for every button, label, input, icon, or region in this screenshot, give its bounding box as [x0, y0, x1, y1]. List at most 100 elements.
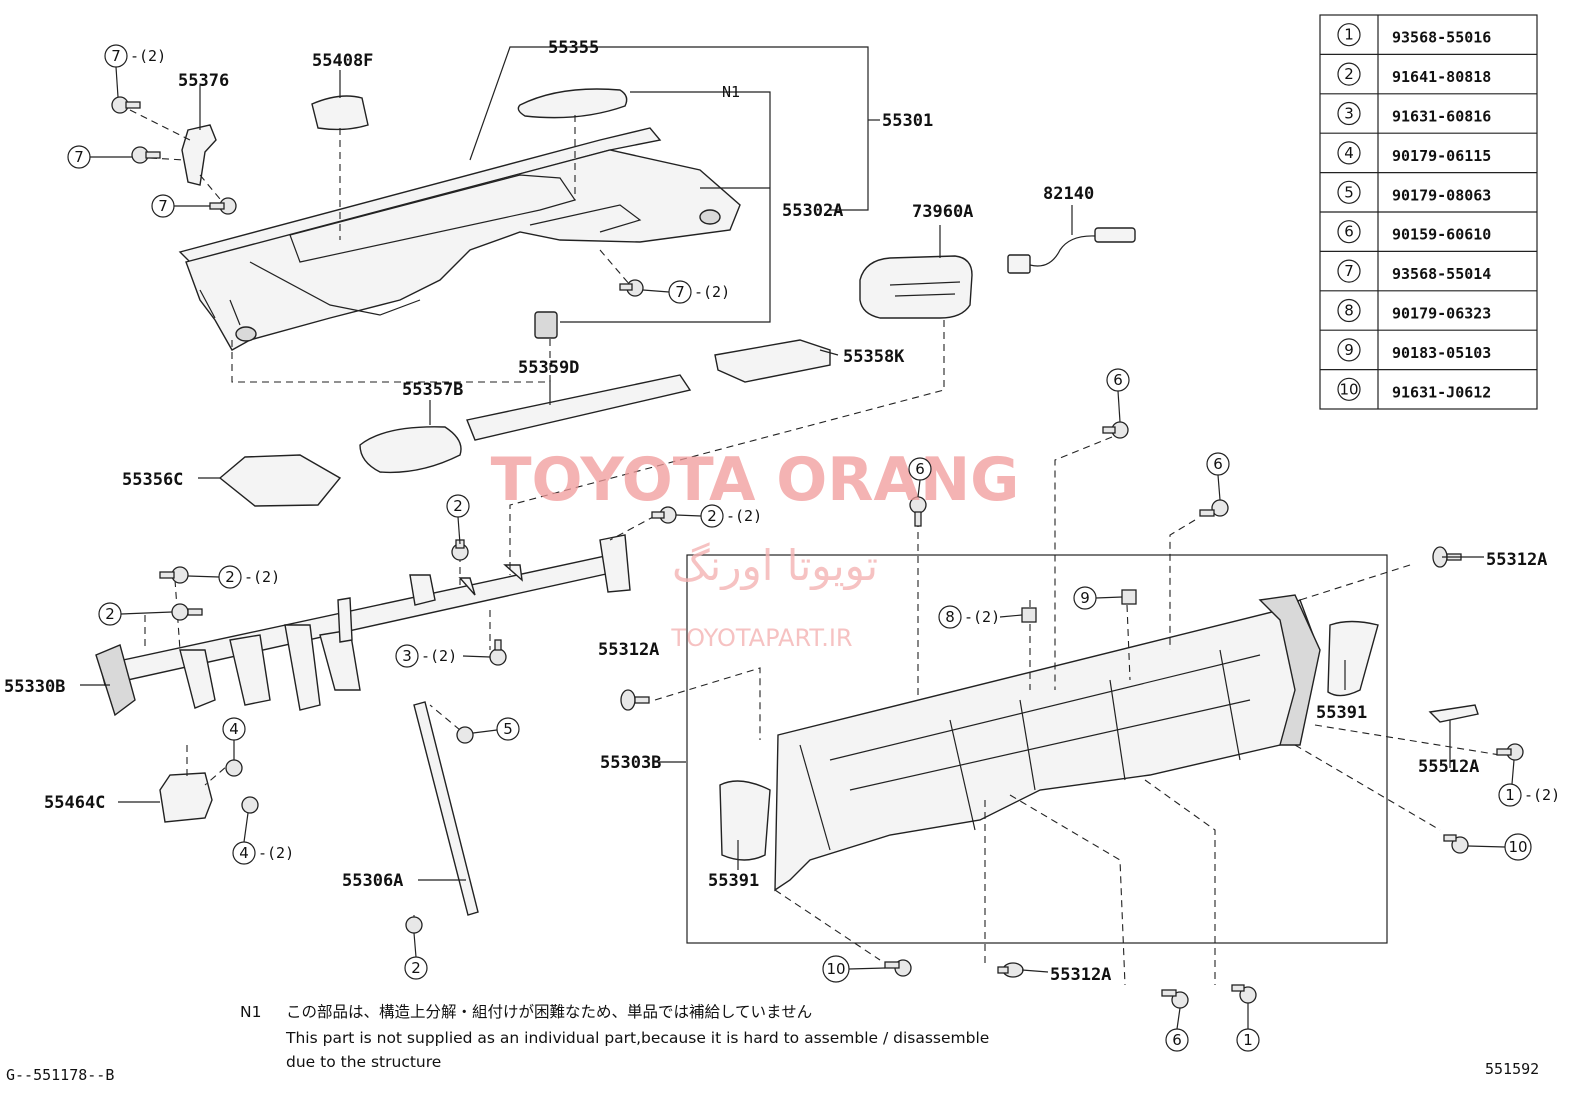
footnote: N1 この部品は、構造上分解・組付けが困難なため、単品では補給していません Th… — [240, 1003, 989, 1071]
bracket-55376 — [181, 124, 217, 186]
fastener-ref: 2-(2) — [218, 565, 280, 589]
note-english-1: This part is not supplied as an individu… — [285, 1029, 989, 1047]
ref-number-circle — [1337, 298, 1361, 323]
lower-frame-55303B — [774, 594, 1321, 892]
ref-number: 2 — [1344, 65, 1354, 83]
svg-text:10: 10 — [1508, 838, 1527, 856]
figure-code-left: G--551178--B — [6, 1066, 114, 1084]
part-number: 90179-06115 — [1392, 147, 1491, 165]
callout-label: 55306A — [342, 871, 403, 891]
svg-text:9: 9 — [1080, 589, 1090, 607]
bolt-icon — [225, 759, 243, 777]
callout-label: 55376 — [178, 71, 229, 91]
callout-label: 55330B — [4, 677, 65, 697]
ref-number-circle — [1337, 220, 1361, 244]
bolt-icon — [405, 916, 423, 934]
svg-text:6: 6 — [1172, 1031, 1182, 1049]
watermark: TOYOTA ORANG تویوتا اورنگ TOYOTAPART.IR — [491, 445, 1020, 652]
mat-55356C — [218, 454, 342, 507]
ref-number: 4 — [1344, 144, 1354, 162]
svg-text:8: 8 — [945, 608, 955, 626]
svg-text:-(2): -(2) — [964, 608, 1000, 626]
callout-label: 55391 — [708, 871, 759, 891]
reinforcement-55330B — [95, 534, 631, 717]
svg-text:1: 1 — [1505, 786, 1515, 804]
bolt-icon — [619, 279, 644, 297]
fastener-ref: 7-(2) — [104, 44, 166, 68]
callout-label: 55359D — [518, 358, 579, 378]
ref-number-circle — [1337, 23, 1361, 47]
svg-text:4: 4 — [239, 844, 249, 862]
bolt-icon — [111, 96, 141, 114]
bolt-icon — [209, 197, 237, 215]
svg-text:2: 2 — [225, 568, 235, 586]
figure-code-right: 551592 — [1485, 1060, 1539, 1078]
watermark-arabic: تویوتا اورنگ — [672, 541, 878, 590]
callout-label: 55512A — [1418, 757, 1479, 777]
svg-text:6: 6 — [1213, 455, 1223, 473]
bolt-icon — [131, 146, 161, 164]
svg-text:10: 10 — [826, 960, 845, 978]
svg-text:-(2): -(2) — [421, 647, 457, 665]
airbag-73960A — [859, 255, 973, 319]
fastener-ref: 8 -(2) — [938, 605, 1000, 629]
ref-number-circle — [1337, 259, 1361, 283]
callout-label: 55312A — [1486, 550, 1547, 570]
svg-text:2: 2 — [453, 497, 463, 515]
clip-icon — [620, 689, 650, 711]
svg-text:6: 6 — [915, 460, 925, 478]
svg-text:-(2): -(2) — [694, 283, 730, 301]
ref-number-circle — [1337, 62, 1361, 86]
callout-label: 55408F — [312, 51, 373, 71]
bolt-icon — [884, 959, 912, 977]
brace-55306A — [413, 701, 479, 916]
bolt-icon — [1021, 607, 1037, 623]
bolt-icon — [159, 566, 189, 584]
fastener-ref: 6 — [1165, 1028, 1189, 1052]
fastener-ref: 6 — [1206, 452, 1230, 476]
bolt-icon — [241, 796, 259, 814]
fastener-ref: 2 — [446, 494, 470, 518]
svg-text:1: 1 — [1243, 1031, 1253, 1049]
dashed-lines — [129, 109, 1501, 986]
svg-text:7: 7 — [74, 148, 84, 166]
bolt-icon — [489, 639, 507, 666]
bolt-icon — [1161, 989, 1189, 1009]
strip-55359D — [466, 374, 692, 441]
ref-number: 5 — [1344, 183, 1354, 201]
bolt-icon — [1121, 589, 1137, 605]
bolt-icon — [171, 603, 203, 621]
ref-number-circle — [1337, 338, 1361, 362]
ref-number: 10 — [1339, 380, 1358, 398]
bolt-icon — [1231, 984, 1257, 1004]
tray-55357B — [359, 426, 462, 474]
part-labels: 55355 55408F 55376 N1 55301 55302A 73960… — [4, 38, 1547, 985]
callout-label: N1 — [722, 83, 740, 101]
note-japanese: この部品は、構造上分解・組付けが困難なため、単品では補給していません — [286, 1003, 812, 1021]
svg-text:-(2): -(2) — [726, 507, 762, 525]
watermark-site: TOYOTAPART.IR — [670, 624, 852, 652]
fastener-ref: 1-(2) — [1498, 783, 1560, 807]
fastener-ref: 6 — [1106, 368, 1130, 392]
svg-text:2: 2 — [105, 605, 115, 623]
bolt-icon — [1443, 834, 1469, 854]
callout-label: 73960A — [912, 202, 973, 222]
fastener-ref: 1 — [1236, 1028, 1260, 1052]
part-number: 90159-60610 — [1392, 226, 1491, 244]
ref-number: 1 — [1344, 26, 1354, 44]
svg-text:2: 2 — [707, 507, 717, 525]
frame-assembly-box — [686, 554, 1388, 944]
parts-table-row: 4 90179-06115 — [1320, 132, 1537, 165]
callout-label: 55312A — [1050, 965, 1111, 985]
note-english-2: due to the structure — [286, 1053, 441, 1071]
callout-label: 55358K — [843, 347, 905, 367]
part-number: 93568-55014 — [1392, 265, 1491, 283]
